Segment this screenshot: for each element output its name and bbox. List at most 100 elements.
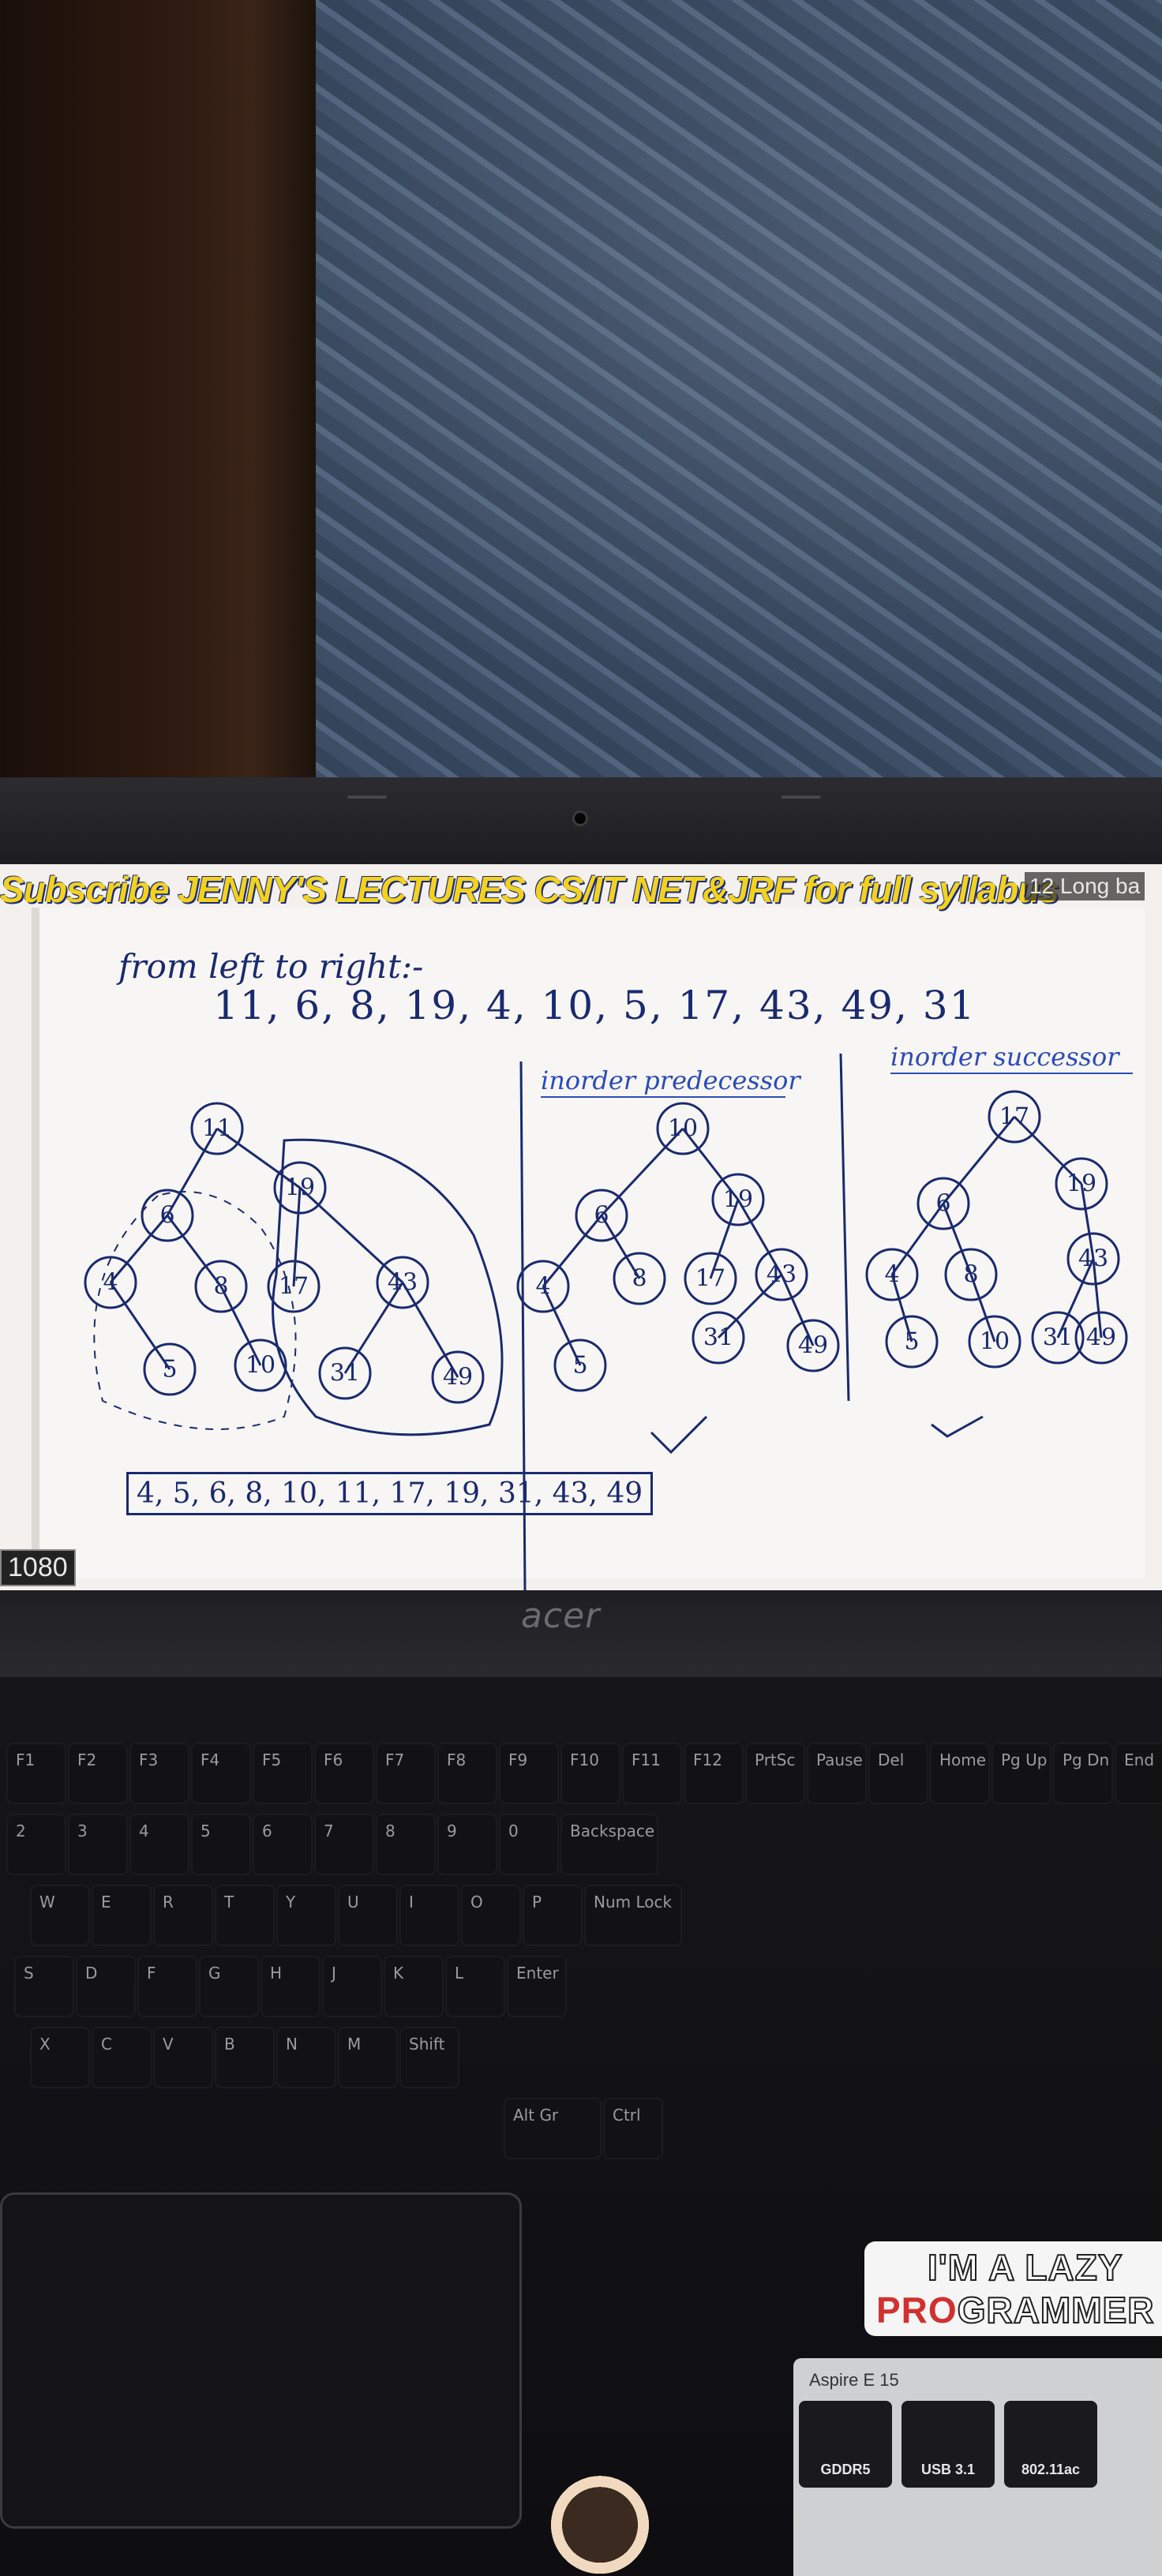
key-label: 6 [262,1822,272,1840]
sticker-pro: PRO [876,2290,958,2331]
key-o[interactable]: O [463,1886,519,1945]
key-alt-gr[interactable]: Alt Gr [505,2099,600,2158]
key-pg-up[interactable]: Pg Up [993,1744,1050,1803]
node-label: 43 [767,1261,797,1289]
key-8[interactable]: 8 [377,1815,434,1874]
key-n[interactable]: N [278,2028,335,2087]
key-5[interactable]: 5 [193,1815,249,1874]
tree-edge [219,1286,262,1366]
node-circle [613,1252,666,1305]
tree-node-predecessor: 8 [613,1252,666,1305]
key-x[interactable]: X [32,2028,88,2087]
tree-edge [1013,1115,1083,1185]
key-v[interactable]: V [155,2028,212,2087]
key-g[interactable]: G [201,1957,257,2016]
key-end[interactable]: End [1116,1744,1162,1803]
key-num-lock[interactable]: Num Lock [586,1886,680,1945]
key-u[interactable]: U [339,1886,396,1945]
key-ctrl[interactable]: Ctrl [605,2099,662,2158]
episode-badge: 12 Long ba [1025,872,1145,900]
key-7[interactable]: 7 [316,1815,373,1874]
tree-node-successor: 43 [1066,1232,1120,1286]
tree-edge [780,1274,815,1346]
key-f10[interactable]: F10 [562,1744,619,1803]
key-f5[interactable]: F5 [254,1744,311,1803]
node-label: 31 [1043,1324,1073,1352]
node-circle [376,1256,429,1309]
key-d[interactable]: D [77,1957,134,2016]
key-label: F8 [447,1750,467,1769]
tree-node-original: 8 [194,1260,248,1313]
key-f1[interactable]: F1 [8,1744,65,1803]
key-t[interactable]: T [216,1886,273,1945]
tree-edge [1056,1258,1095,1339]
key-label: F6 [324,1750,343,1769]
node-label: 4 [535,1273,550,1301]
key-f2[interactable]: F2 [69,1744,126,1803]
tree-node-predecessor: 6 [575,1189,628,1242]
gddr5-tile: GDDR5 [799,2401,892,2488]
key-prtsc[interactable]: PrtSc [747,1744,804,1803]
key-f8[interactable]: F8 [439,1744,496,1803]
tree-edge [709,1199,740,1279]
wifi-tile: 802.11ac [1004,2401,1097,2488]
key-i[interactable]: I [401,1886,458,1945]
key-p[interactable]: P [524,1886,581,1945]
tree-node-original: 17 [267,1260,320,1313]
key-k[interactable]: K [385,1957,442,2016]
tree-edge [109,1215,169,1283]
key-del[interactable]: Del [870,1744,927,1803]
key-pause[interactable]: Pause [808,1744,865,1803]
key-home[interactable]: Home [931,1744,988,1803]
key-b[interactable]: B [216,2028,273,2087]
key-f3[interactable]: F3 [131,1744,188,1803]
key-3[interactable]: 3 [69,1815,126,1874]
predecessor-label: inorder predecessor [541,1065,801,1095]
tree-node-successor: 6 [916,1177,970,1230]
key-enter[interactable]: Enter [508,1957,565,2016]
key-f9[interactable]: F9 [500,1744,557,1803]
key-s[interactable]: S [16,1957,73,2016]
successor-label: inorder successor [890,1042,1120,1072]
key-e[interactable]: E [93,1886,150,1945]
node-circle [318,1346,372,1400]
key-f7[interactable]: F7 [377,1744,434,1803]
tree-edge [717,1273,783,1339]
key-f[interactable]: F [139,1957,196,2016]
key-0[interactable]: 0 [500,1815,557,1874]
touchpad[interactable] [0,2192,522,2529]
bezel-bump [347,796,387,799]
key-l[interactable]: L [447,1957,504,2016]
tree-edge [542,1286,582,1366]
key-m[interactable]: M [339,2028,396,2087]
key-label: O [470,1893,483,1911]
key-label: Alt Gr [513,2106,559,2125]
key-pg-dn[interactable]: Pg Dn [1055,1744,1111,1803]
board-heading: from left to right:- [118,947,424,986]
node-label: 6 [159,1202,174,1230]
node-label: 43 [1078,1245,1108,1273]
key-6[interactable]: 6 [254,1815,311,1874]
key-label: 2 [16,1822,26,1840]
key-f4[interactable]: F4 [193,1744,249,1803]
key-4[interactable]: 4 [131,1815,188,1874]
node-label: 31 [703,1324,733,1352]
key-c[interactable]: C [93,2028,150,2087]
key-shift[interactable]: Shift [401,2028,458,2087]
key-backspace[interactable]: Backspace [562,1815,657,1874]
key-2[interactable]: 2 [8,1815,65,1874]
key-9[interactable]: 9 [439,1815,496,1874]
key-h[interactable]: H [262,1957,319,2016]
key-label: D [85,1964,98,1983]
key-f11[interactable]: F11 [624,1744,680,1803]
key-y[interactable]: Y [278,1886,335,1945]
key-j[interactable]: J [324,1957,380,2016]
key-f12[interactable]: F12 [685,1744,742,1803]
tree-node-original: 4 [84,1256,137,1309]
inorder-traversal-result: 4, 5, 6, 8, 10, 11, 17, 19, 31, 43, 49 [126,1472,654,1515]
key-w[interactable]: W [32,1886,88,1945]
key-f6[interactable]: F6 [316,1744,373,1803]
tree-edge [942,1203,973,1275]
key-r[interactable]: R [155,1886,212,1945]
